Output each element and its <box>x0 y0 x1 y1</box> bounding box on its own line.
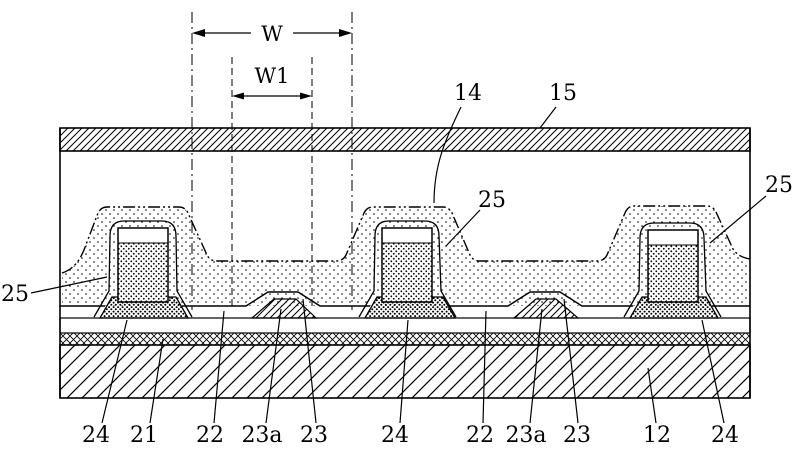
label-22-left: 22 <box>196 423 224 448</box>
label-24-left: 24 <box>82 423 110 448</box>
thin-film-22-23-right-span <box>449 291 633 307</box>
overcoat-phantom-outline <box>61 205 751 274</box>
leader-line-24-left <box>101 319 128 424</box>
leader-line-15 <box>539 106 557 129</box>
pillar-middle-dotted <box>381 242 433 303</box>
label-23-right: 23 <box>563 423 591 448</box>
leader-line-23a-left <box>265 308 282 424</box>
label-22-right: 22 <box>466 423 494 448</box>
leader-line-22-right <box>482 310 487 424</box>
label-25-right: 25 <box>765 173 793 198</box>
leader-line-24-middle <box>399 319 409 424</box>
cover-layer-25-right <box>623 222 722 318</box>
leader-line-23-left <box>302 298 317 424</box>
w-dim-label: W <box>261 22 283 46</box>
base-film-layer <box>59 317 751 334</box>
w1-dim-label: W1 <box>255 64 290 88</box>
label-25-left: 25 <box>1 282 29 307</box>
w1-arrowhead-left <box>232 92 244 100</box>
label-21: 21 <box>130 423 158 448</box>
top-plate-15 <box>59 127 751 152</box>
leader-line-22-left <box>213 310 225 424</box>
label-23a-left: 23a <box>241 423 282 448</box>
label-24-middle: 24 <box>381 423 409 448</box>
pillar-right-dotted <box>647 244 699 303</box>
w1-arrowhead-right <box>300 92 312 100</box>
w-arrowhead-right <box>339 29 352 37</box>
label-23a-right: 23a <box>505 423 546 448</box>
leader-line-14 <box>433 106 462 204</box>
w-arrowhead-left <box>192 29 205 37</box>
cover-layer-25-left <box>93 220 193 318</box>
label-24-right: 24 <box>711 423 739 448</box>
insulating-layer-21 <box>59 332 751 346</box>
thin-film-22-23-left-span <box>182 291 370 307</box>
leader-line-24-right <box>701 319 725 424</box>
label-14: 14 <box>454 81 482 106</box>
pillar-left-dotted <box>117 242 169 303</box>
label-15: 15 <box>549 81 577 106</box>
leader-line-21 <box>149 338 164 424</box>
leader-line-23a-right <box>529 308 543 424</box>
label-12: 12 <box>643 423 671 448</box>
label-25-middle: 25 <box>478 188 506 213</box>
leader-line-23-right <box>563 298 579 424</box>
bump-23a-left <box>250 298 318 319</box>
label-23-left: 23 <box>300 423 328 448</box>
leader-line-25-middle <box>445 209 481 247</box>
leader-line-25-left <box>30 276 108 294</box>
cover-layer-25-middle <box>358 220 457 318</box>
leader-line-25-right <box>709 195 767 244</box>
bump-23a-right <box>512 298 580 319</box>
leader-line-12 <box>647 367 657 424</box>
